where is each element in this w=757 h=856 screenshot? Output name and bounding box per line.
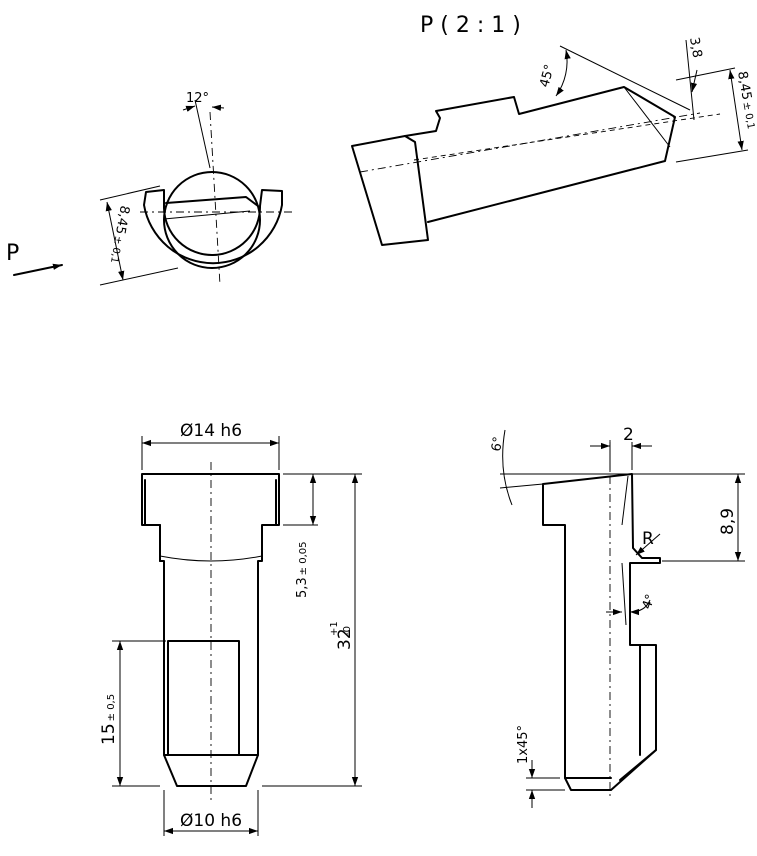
end-view-ext-bottom [99,267,179,286]
detail-view: P ( 2 : 1 ) 45° 3,8 8,45± 0,1 [351,13,757,246]
detail-view-body [404,86,676,223]
detail-view-centerline [359,112,701,173]
front-view: Ø14 h6 Ø10 h6 5,3 ± 0,05 32 +1 -0 15 ± 0,5 [99,421,362,836]
view-arrow: P [6,241,63,276]
end-view-angle-12: 12° [186,91,209,106]
end-view-angle-line [194,99,211,169]
side-view-bevel-line [619,749,657,781]
side-view-taper-line [621,475,629,526]
end-view-collar [143,189,283,265]
detail-view-bevel-line [623,86,671,148]
side-view-dim-8-9: 8,9 [718,508,738,535]
end-view: 12° 8,45± 0,1 [99,91,292,286]
side-view-dim-2: 2 [623,425,634,445]
detail-view-dim-3-8: 3,8 [686,36,704,59]
side-view-angle-4: 4° [640,592,659,611]
end-view-head-circle [163,171,261,269]
end-view-dim-8-45-line [105,201,125,281]
side-view: 2 6° 8,9 R 4° 1x45° [489,425,745,808]
side-view-relief-line [621,562,627,626]
detail-view-hidden-line [413,113,721,161]
front-view-dim-15: 15 [99,723,119,745]
end-view-ext-top [99,185,161,201]
detail-view-tol-8-45: ± 0,1 [740,101,756,130]
detail-view-title: P ( 2 : 1 ) [420,13,521,38]
front-view-outline [141,473,280,787]
front-view-bore [167,640,240,756]
view-arrow-label: P [6,241,19,266]
end-view-angle-arrow-left [182,105,196,112]
detail-view-head [351,135,429,246]
front-view-dim-32: 32 [335,628,355,650]
end-view-flat [165,196,259,207]
side-view-angle-6-arc [502,429,513,506]
end-view-angle-arrow-right [211,104,225,111]
end-view-dim-8-45: 8,45 [112,204,132,235]
detail-view-ext-3-8 [685,39,695,121]
front-view-tol-15: ± 0,5 [106,694,117,721]
front-view-tol-32-lower: -0 [342,626,353,636]
svg-text:8,45± 0,1: 8,45± 0,1 [107,204,132,264]
front-view-neck-curve [159,555,263,562]
side-view-angle-4-arc [629,599,651,616]
detail-view-dim-8-45: 8,45 [734,70,754,101]
detail-view-angle-ref [559,45,691,111]
side-view-radius-label: R [642,529,654,549]
view-arrow-shaft [13,263,63,276]
front-view-dim-5-3: 5,3 [295,577,310,598]
svg-text:15± 0,5: 15 ± 0,5 [99,694,119,745]
detail-view-dim-3-8-arrow [690,69,698,93]
front-view-tol-5-3: ± 0,05 [298,541,309,575]
side-view-angle-6-ext [499,483,544,489]
detail-view-ext-top [675,67,736,81]
detail-view-ext-bottom [675,149,749,163]
side-view-angle-6: 6° [489,436,506,453]
front-view-dia-14: Ø14 h6 [180,421,242,441]
detail-view-dim-8-45-line [728,69,744,151]
svg-text:8,45± 0,1: 8,45± 0,1 [734,70,757,130]
side-view-radius-leader [635,533,661,556]
detail-view-angle-arc [555,49,571,97]
side-view-chamfer: 1x45° [516,725,531,764]
detail-view-angle-45: 45° [537,63,557,89]
end-view-tol-8-45: ± 0,1 [108,235,124,264]
front-view-tol-32-upper: +1 [329,621,340,636]
side-view-outline [542,473,661,791]
end-view-centerline-v [209,111,221,286]
svg-text:5,3± 0,05: 5,3 ± 0,05 [295,541,310,598]
front-view-dia-10: Ø10 h6 [180,811,242,831]
